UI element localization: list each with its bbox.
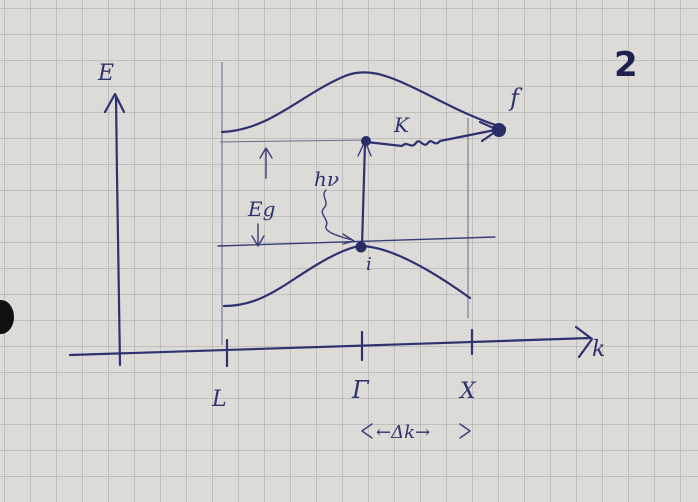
photon-wave <box>321 189 353 241</box>
eg-arrow-down-head <box>251 235 265 247</box>
band-gap-label: Eg <box>247 197 275 221</box>
x-axis <box>68 336 592 357</box>
k-point-x-label: X <box>458 379 477 404</box>
photon-transition-line <box>360 141 367 248</box>
photon-energy-label: hν <box>314 167 339 191</box>
phonon-transition-line <box>364 128 497 148</box>
initial-state-label: i <box>366 254 372 275</box>
delta-k-right-arrowhead <box>459 423 471 439</box>
margin-dot <box>0 300 14 334</box>
x-axis-arrowhead <box>574 325 594 359</box>
conduction-band-curve <box>220 71 507 134</box>
initial-state-dot <box>355 241 367 253</box>
y-axis-arrowhead <box>103 92 126 114</box>
guide-line-bottom <box>217 236 496 247</box>
photon-wave-arrowhead <box>342 233 355 245</box>
guide-line-top <box>219 139 369 143</box>
phonon-label: K <box>393 113 410 137</box>
final-state-dot <box>492 123 506 137</box>
eg-arrow-up-head <box>259 147 273 159</box>
k-point-l-label: L <box>211 387 227 412</box>
energy-axis-label: E <box>97 61 114 86</box>
delta-k-left-arrowhead <box>361 423 373 439</box>
k-point-gamma-label: Γ <box>351 376 370 404</box>
y-axis <box>114 94 122 367</box>
valence-band-curve <box>222 244 472 308</box>
momentum-shift-label: ←Δk→ <box>376 422 430 443</box>
excited-state-dot <box>361 136 371 146</box>
page-number: 2 <box>614 45 638 85</box>
momentum-axis-label: k <box>592 337 605 362</box>
final-state-label: f <box>508 84 523 112</box>
